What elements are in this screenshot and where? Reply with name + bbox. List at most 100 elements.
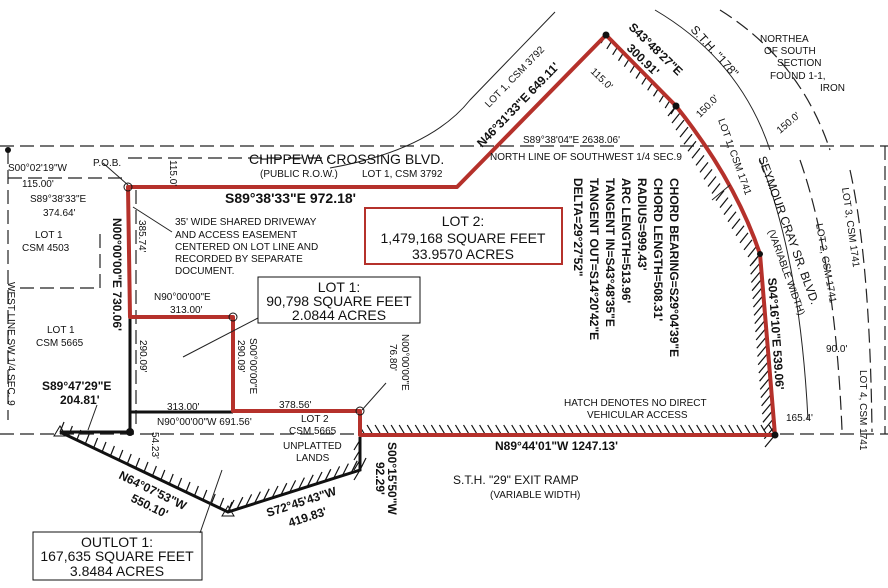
lot-reference: LOT 2 [301,414,329,425]
seymour-arc1 [759,159,809,421]
lot1-area-sqft: 90,798 SQUARE FEET [266,293,412,309]
distance-label: 313.00' [170,305,203,316]
hatch-mark [280,482,288,496]
hatch-mark [675,119,685,131]
hatch-mark [177,477,183,489]
hatch-mark [271,485,279,499]
leaders [87,162,731,534]
hatch-mark [359,457,367,471]
lot-reference: LOT 1 [35,230,63,241]
distance-label: 115.00' [22,179,54,190]
hatch-mark [93,437,99,449]
distance-label: 374.64' [43,208,76,219]
note-line: HATCH DENOTES NO DIRECT [564,398,707,409]
distance-label: 290.09' [235,340,246,373]
lot-reference: LOT 1, CSM 1741 [715,117,753,197]
section-line-label: NORTH LINE OF SOUTHWEST 1/4 SEC.9 [490,152,682,163]
curve-data: CHORD BEARING=S29°04'39"E CHORD LENGTH=5… [571,178,681,357]
note-line: RECORDED BY SEPARATE [175,254,303,265]
hatch-mark [731,218,741,230]
distance-label: 115.0' [167,160,178,186]
bearing-label: S00°15'50"W [385,442,399,515]
pob-label: P.O.B. [93,158,121,169]
distance-label: 90.0' [826,344,847,355]
hatch-mark [707,176,717,187]
distance-label: 115.0' [588,66,615,92]
sth178-arc2 [719,9,831,151]
note-line: NORTHEA [760,34,809,45]
hatch-mark [695,154,705,166]
csm4503-line [20,230,101,289]
seymour-arc3 [849,169,873,433]
hatch-mark [691,147,701,159]
hatch-mark [350,460,358,474]
monuments [5,31,779,517]
curve-line: TANGENT OUT=S14°20'42"E [587,178,601,340]
hatch-mark [151,465,157,477]
bearing-distance-label: S89°38'33"E 972.18' [225,190,356,206]
hatch-mark [739,232,749,244]
bearing-label: S00°00'00"E [247,338,258,394]
hatch-mark [341,463,349,476]
hatch-mark [59,421,65,433]
distance-label: 150.0' [775,111,803,137]
sth178-arc1 [654,9,771,151]
outlot1-label-box: OUTLOT 1: 167,635 SQUARE FEET 3.8484 ACR… [32,531,203,581]
hatch-mark [315,471,323,485]
distance-label: 385.74' [136,220,147,253]
lot2-area-sqft: 1,479,168 SQUARE FEET [381,230,546,246]
hatch-mark [719,197,729,208]
hatch-mark [109,445,115,457]
distance-label: 165.4' [786,413,813,424]
hatch-mark [193,485,199,497]
curve-line: DELTA=29°27'52" [571,178,585,277]
note-line: SECTION [777,58,821,69]
bearing-distance-label: S89°38'04"E 2638.06' [523,135,620,146]
hatch-mark [202,489,208,501]
road-sth29-sub: (VARIABLE WIDTH) [490,490,580,501]
hatch-mark [353,469,361,481]
hatch-mark [353,449,361,461]
hatch-mark [210,493,216,505]
note-line: CENTERED ON LOT LINE AND [175,242,318,253]
lot-reference: LOT 1 [47,325,75,336]
hatch-mark [679,126,689,138]
bearing-label: S00°02'19"W [8,163,67,174]
lot1-area-acres: 2.0844 ACRES [292,307,386,323]
section-line-label: WEST LINE SW 1/4 SEC. 9 [5,282,16,406]
hatch-mark [143,461,149,473]
bearing-label: N00°00'00"E [399,334,410,391]
curve-line: CHORD BEARING=S29°04'39"E [667,178,681,357]
hatch-mark [118,449,124,461]
road-sth178: S.T.H. "178" [688,23,742,80]
outlot1-area-sqft: 167,635 SQUARE FEET [40,548,194,564]
hatch-mark [353,459,361,471]
distance-label: 204.81' [60,393,100,407]
lot2-title: LOT 2: [442,213,485,229]
lot2-area-acres: 33.9570 ACRES [412,246,514,262]
hatch-mark [262,488,270,502]
distance-label: 150.0' [694,93,721,120]
hatch-mark [297,477,305,490]
lot-reference: LOT 1, CSM 3792 [362,169,443,180]
distance-label: 92.29' [373,462,387,495]
hatch-mark [743,239,753,251]
sth178-row [329,11,556,169]
hatch-mark [715,190,725,201]
distance-label: 76.80' [387,344,398,371]
lot-reference: CSM 5665 [36,338,84,349]
note-line: AND ACCESS EASEMENT [175,230,297,241]
distance-label: 313.00' [167,402,200,413]
note-line: VEHICULAR ACCESS [587,410,688,421]
curve-line: ARC LENGTH=513.96' [619,178,633,303]
hatch-mark [126,453,132,465]
note-line: 35' WIDE SHARED DRIVEWAY [175,217,317,228]
hatch-mark [735,225,745,237]
lot-reference: CSM 5665 [289,426,337,437]
hatch-mark [135,457,141,469]
hatch-mark [727,211,737,223]
hatch-mark [747,246,757,258]
bearing-distance-label: N00°00'00"E 730.06' [110,218,124,331]
bearing-distance-label: N89°44'01"W 1247.13' [495,439,618,453]
